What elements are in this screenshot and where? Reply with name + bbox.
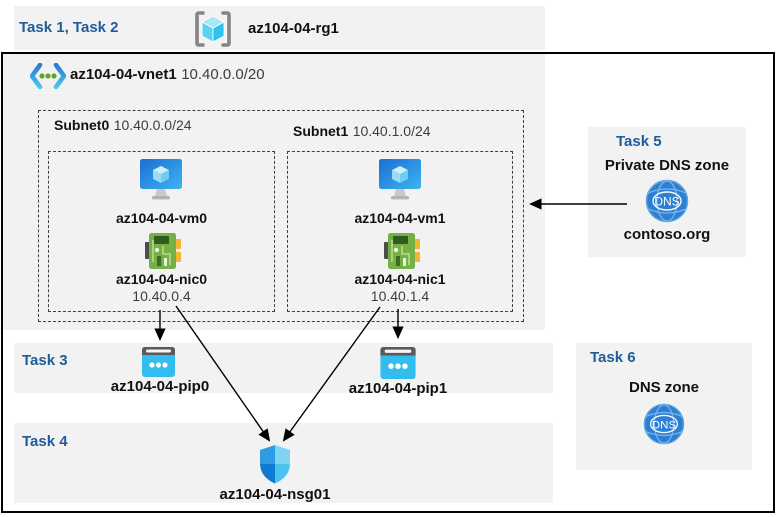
diagram-frame: [1, 52, 775, 513]
pip0-name: az104-04-pip0: [110, 378, 210, 395]
nic1-ip: 10.40.1.4: [370, 288, 430, 304]
subnet1-name: Subnet1: [293, 123, 349, 139]
vnet-icon: [30, 63, 66, 89]
nic0-icon: [145, 233, 181, 269]
task4-heading: Task 4: [22, 433, 68, 450]
task3-band: Task 3 az104-04-pip0 az104-04-pip1: [14, 343, 553, 397]
task5-heading: Task 5: [616, 133, 662, 150]
pip1-name: az104-04-pip1: [348, 380, 448, 397]
subnet1-box: az104-04-vm1 az104-04-nic1 10.40.1.4: [287, 151, 513, 312]
resource-group-icon: [195, 11, 231, 47]
task6-heading: Task 6: [590, 349, 636, 366]
pip1-icon: [380, 347, 416, 379]
vnet-name: az104-04-vnet1: [70, 66, 177, 83]
subnet0-box: az104-04-vm0 az104-04-nic0 10.40.0.4: [48, 151, 275, 312]
subnet0-label: Subnet0 10.40.0.0/24: [54, 117, 192, 135]
private-dns-zone-title: Private DNS zone: [604, 157, 730, 174]
dns-zone-title: DNS zone: [628, 379, 699, 396]
nic0-ip: 10.40.0.4: [132, 288, 191, 304]
subnets-dashed-boundary: [38, 110, 524, 322]
private-dns-zone-name: contoso.org: [623, 226, 711, 243]
subnet0-name: Subnet0: [54, 117, 110, 133]
subnet0-cidr: 10.40.0.0/24: [113, 117, 192, 133]
nsg-name: az104-04-nsg01: [219, 486, 331, 503]
dns-zone-icon-text: DNS: [652, 419, 677, 431]
vm0-name: az104-04-vm0: [115, 210, 208, 226]
dns-zone-icon: DNS: [643, 403, 685, 445]
vm1-name: az104-04-vm1: [354, 210, 446, 226]
vnet-cidr: 10.40.0.0/20: [181, 66, 265, 83]
subnet1-label: Subnet1 10.40.1.0/24: [293, 123, 431, 141]
task6-box: Task 6 DNS zone DNS: [576, 343, 752, 470]
vm1-icon: [379, 159, 421, 200]
subnet1-cidr: 10.40.1.0/24: [352, 123, 431, 139]
resource-group-name: az104-04-rg1: [248, 20, 339, 37]
nic1-name: az104-04-nic1: [354, 271, 446, 287]
task12-heading: Task 1, Task 2: [19, 19, 119, 36]
vnet-box: az104-04-vnet1 10.40.0.0/20 Subnet0 10.4…: [3, 54, 545, 330]
task5-box: Task 5 Private DNS zone DNS contoso.org: [588, 127, 746, 257]
private-dns-icon: DNS: [645, 179, 689, 223]
pip0-icon: [142, 347, 175, 377]
vm0-icon: [140, 159, 182, 200]
task3-heading: Task 3: [22, 352, 68, 369]
private-dns-icon-text: DNS: [654, 195, 679, 209]
nsg-shield-icon: [260, 445, 290, 484]
nic1-icon: [384, 233, 420, 269]
task4-band: Task 4 az104-04-nsg01: [14, 423, 553, 503]
resource-group-band: Task 1, Task 2 az104-04-rg1: [14, 6, 545, 50]
nic0-name: az104-04-nic0: [115, 271, 208, 287]
vnet-title: az104-04-vnet1 10.40.0.0/20: [70, 66, 265, 84]
